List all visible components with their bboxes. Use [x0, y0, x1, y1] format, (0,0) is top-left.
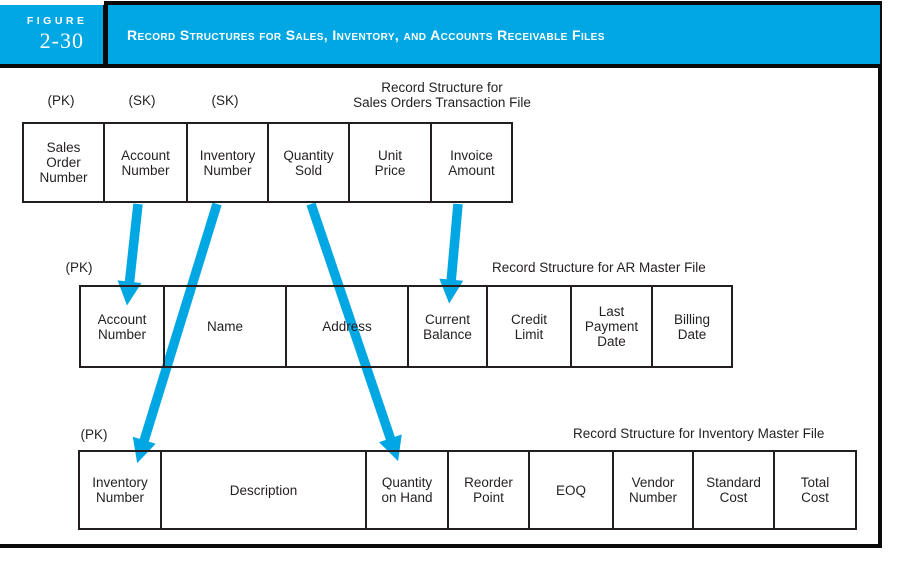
field-credit-limit: Credit Limit [488, 287, 572, 366]
field-name: Name [165, 287, 287, 366]
caption-ar-master-file: Record Structure for AR Master File [492, 260, 706, 275]
pk-label-sales-orders: (PK) [47, 93, 75, 108]
arrow-invoice-amount-link [439, 203, 464, 304]
field-account-number: Account Number [81, 287, 165, 366]
record-structure-sales-orders: Sales Order Number Account Number Invent… [22, 122, 513, 203]
field-inventory-number-sk: Inventory Number [188, 124, 269, 201]
frame-header-underline [0, 64, 882, 68]
figure-number: 2-30 [39, 28, 84, 53]
field-quantity-on-hand: Quantity on Hand [367, 452, 449, 528]
field-standard-cost: Standard Cost [694, 452, 775, 528]
figure-label-block: FIGURE 2-30 [0, 5, 103, 64]
arrow-account-number-link [117, 203, 143, 306]
record-structure-ar-master: Account Number Name Address Current Bala… [79, 285, 733, 368]
header-divider [103, 5, 108, 64]
field-eoq: EOQ [530, 452, 614, 528]
field-address: Address [287, 287, 409, 366]
caption-line-1: Record Structure for [381, 80, 503, 95]
sk-label-account-number: (SK) [128, 93, 156, 108]
field-description: Description [162, 452, 367, 528]
sk-label-inventory-number: (SK) [211, 93, 239, 108]
figure-title: Record Structures for Sales, Inventory, … [127, 26, 605, 43]
field-inventory-number: Inventory Number [80, 452, 162, 528]
field-vendor-number: Vendor Number [614, 452, 694, 528]
frame-top-border [104, 1, 882, 5]
field-total-cost: Total Cost [800, 475, 830, 505]
field-billing-date: Billing Date [673, 311, 711, 342]
field-account-number-sk: Account Number [105, 124, 188, 201]
field-last-payment-date: Last Payment Date [572, 287, 653, 366]
frame-right-border [878, 1, 882, 548]
field-quantity-sold: Quantity Sold [269, 124, 350, 201]
pk-label-inventory-master: (PK) [80, 427, 108, 442]
frame-bottom-border [0, 544, 882, 548]
caption-sales-orders-file: Record Structure for Sales Orders Transa… [330, 80, 554, 110]
record-structure-inventory-master: Inventory Number Description Quantity on… [78, 450, 857, 530]
field-reorder-point: Reorder Point [449, 452, 530, 528]
field-current-balance: Current Balance [409, 287, 488, 366]
figure-kicker: FIGURE [26, 15, 88, 27]
field-invoice-amount: Invoice Amount [448, 147, 495, 178]
caption-line-2: Sales Orders Transaction File [353, 94, 531, 110]
pk-label-ar-master: (PK) [65, 260, 93, 275]
caption-inventory-master-file: Record Structure for Inventory Master Fi… [573, 426, 825, 441]
figure-header: FIGURE 2-30 Record Structures for Sales,… [0, 5, 880, 64]
field-unit-price: Unit Price [350, 124, 432, 201]
field-sales-order-number: Sales Order Number [24, 124, 105, 201]
